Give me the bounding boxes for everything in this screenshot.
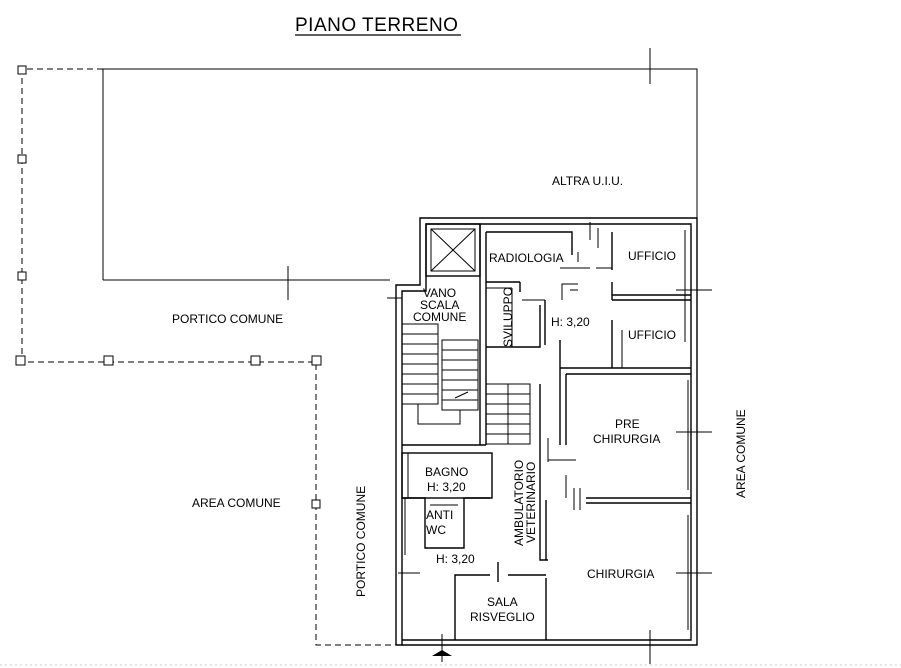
- label-sala-risveglio-2: RISVEGLIO: [470, 610, 535, 624]
- label-vano-scala-1: VANO: [423, 286, 456, 300]
- portico-outline: [102, 48, 698, 300]
- label-ambulatorio-1: AMBULATORIO: [512, 460, 526, 546]
- label-chirurgia: CHIRURGIA: [587, 567, 654, 581]
- label-anti-wc-2: WC: [426, 523, 446, 537]
- entrance-marker: [0, 630, 901, 666]
- label-height-1: H: 3,20: [551, 315, 590, 329]
- label-height-bagno: H: 3,20: [427, 480, 466, 494]
- label-portico-comune-vertical: PORTICO COMUNE: [354, 486, 368, 597]
- label-sala-risveglio-1: SALA: [487, 595, 518, 609]
- label-pre-chirurgia-1: PRE: [615, 417, 640, 431]
- label-sviluppo: SVILUPPO: [501, 287, 515, 347]
- label-ambulatorio-2: VETERINARIO: [524, 462, 538, 543]
- label-vano-scala-3: COMUNE: [413, 310, 466, 324]
- portico-dashed-boundary: [21, 68, 396, 646]
- label-vano-scala-2: SCALA: [420, 298, 459, 312]
- staircase: [401, 323, 479, 425]
- label-altra-uiu: ALTRA U.I.U.: [552, 174, 623, 188]
- label-ufficio-2: UFFICIO: [628, 328, 676, 342]
- label-anti-wc-1: ANTI: [426, 508, 453, 522]
- label-area-comune-right: AREA COMUNE: [734, 409, 748, 498]
- label-bagno: BAGNO: [425, 465, 468, 479]
- staircase-secondary: [486, 384, 530, 444]
- label-height-2: H: 3,20: [436, 552, 475, 566]
- plan-title: PIANO TERRENO: [295, 15, 458, 36]
- label-portico-comune: PORTICO COMUNE: [172, 312, 283, 326]
- label-area-comune-left: AREA COMUNE: [192, 496, 281, 510]
- label-ufficio-1: UFFICIO: [628, 249, 676, 263]
- label-pre-chirurgia-2: CHIRURGIA: [593, 432, 660, 446]
- pillars: [15, 65, 322, 509]
- building-walls: [395, 217, 698, 646]
- windows: [387, 230, 712, 630]
- label-radiologia: RADIOLOGIA: [489, 251, 564, 265]
